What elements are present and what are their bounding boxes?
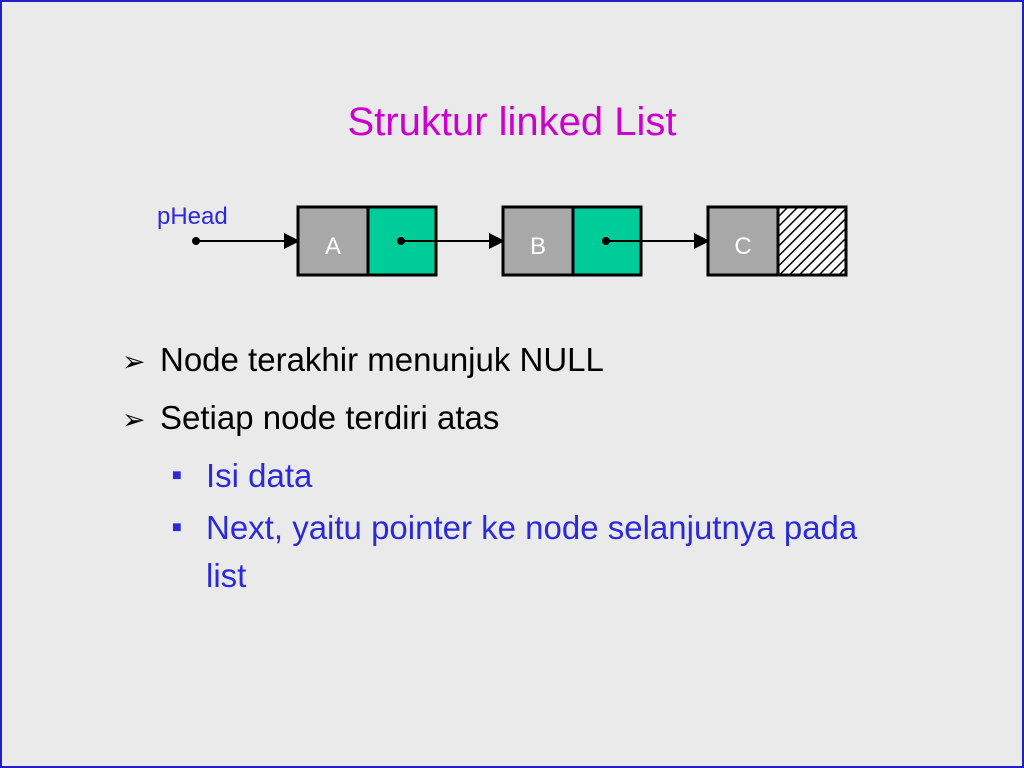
node-c-label: C: [734, 233, 751, 260]
node-a-label: A: [325, 233, 341, 260]
linked-list-diagram: pHead A B C: [157, 203, 848, 277]
sub-bullet-item: ■ Next, yaitu pointer ke node selanjutny…: [172, 504, 942, 600]
arrowhead-bullet-icon: ➢: [122, 346, 146, 377]
square-bullet-icon: ■: [172, 467, 182, 484]
phead-label: pHead: [157, 203, 228, 230]
square-bullet-icon: ■: [172, 519, 182, 536]
node-a-data-cell: [296, 205, 370, 277]
bullet-item: ➢ Node terakhir menunjuk NULL: [122, 332, 942, 390]
node-b-label: B: [530, 233, 546, 260]
bullet-text: Setiap node terdiri atas: [160, 399, 500, 436]
sub-bullet-text: Isi data: [206, 457, 313, 494]
node-b-data-cell: [501, 205, 575, 277]
bullet-text: Node terakhir menunjuk NULL: [160, 341, 604, 378]
bullet-list: ➢ Node terakhir menunjuk NULL ➢ Setiap n…: [122, 332, 942, 600]
sub-bullet-text: Next, yaitu pointer ke node selanjutnya …: [206, 509, 858, 594]
node-c: C: [706, 205, 848, 277]
bullet-item: ➢ Setiap node terdiri atas: [122, 390, 942, 448]
sub-bullet-item: ■ Isi data: [172, 452, 942, 500]
node-c-null-pointer-cell: [776, 205, 848, 277]
arrowhead-bullet-icon: ➢: [122, 404, 146, 435]
node-c-data-cell: [706, 205, 780, 277]
slide-title: Struktur linked List: [347, 100, 677, 144]
